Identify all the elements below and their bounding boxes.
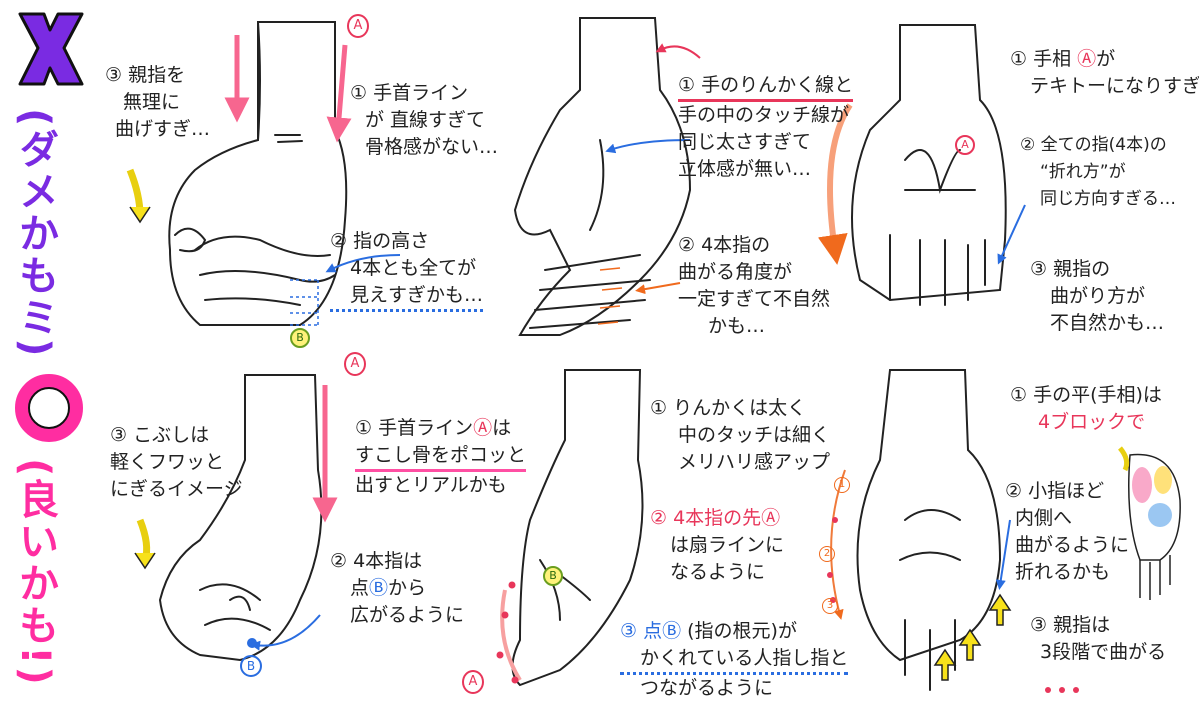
palm-good-drawing bbox=[856, 369, 1002, 691]
finger-height-guides bbox=[290, 279, 320, 326]
yellow-curl-arrows bbox=[933, 593, 1012, 681]
note-good-1-2: ② 4本指は 点Ⓑから 広がるように bbox=[330, 550, 465, 626]
note-bad-1-1: ① 手首ライン が 直線すぎて 骨格感がない… bbox=[350, 82, 499, 158]
marker-b: B bbox=[543, 566, 563, 586]
note-good-1-3: ③ こぶしは 軽くフワッと にぎるイメージ bbox=[110, 424, 243, 500]
side-label-good: (良いかも!) bbox=[12, 458, 58, 687]
note-bad-3-1: ① 手相 Ⓐが テキトーになりすぎ bbox=[1010, 48, 1199, 97]
note-bad-3-2: ② 全ての指(4本)の “折れ方”が 同じ方向すぎる… bbox=[1020, 135, 1176, 209]
side-label-bad: (ダメかもミ) bbox=[12, 108, 58, 359]
marker-a: A bbox=[462, 670, 484, 694]
marker-a: A bbox=[955, 135, 975, 155]
marker-a: A bbox=[347, 14, 369, 38]
note-bad-1-2: ② 指の高さ 4本とも全てが 見えすぎかも… bbox=[330, 228, 484, 312]
marker-a: A bbox=[344, 352, 366, 376]
note-good-2-2: ② 4本指の先Ⓐ は扇ラインに なるように bbox=[650, 507, 785, 583]
note-good-2-3: ③ 点Ⓑ (指の根元)が かくれている人指し指と つながるように bbox=[620, 620, 849, 699]
palm-bad-drawing bbox=[851, 24, 1007, 306]
note-bad-1-3: ③ 親指を 無理に 曲げすぎ… bbox=[105, 64, 211, 140]
cross-mark-icon bbox=[18, 12, 84, 86]
note-good-3-2: ② 小指ほど 内側へ 曲がるように 折れるかも bbox=[1005, 480, 1130, 583]
palm-orange-arrow bbox=[817, 103, 853, 265]
note-good-1-1: ① 手首ラインⒶは すこし骨をポコッと 出すとリアルかも bbox=[355, 417, 527, 496]
marker-b: B bbox=[240, 655, 262, 677]
wrist-arrow-right bbox=[326, 44, 352, 143]
note-good-3-3: ③ 親指は 3段階で曲がる bbox=[1030, 614, 1167, 663]
note-bad-2-1: ① 手のりんかく線と 手の中のタッチ線が 同じ太さすぎて 立体感が無い… bbox=[678, 74, 854, 180]
marker-1: 1 bbox=[834, 477, 850, 493]
note-bad-2-2: ② 4本指の 曲がる角度が 一定すぎて不自然 かも… bbox=[678, 234, 831, 337]
marker-3: 3 bbox=[822, 598, 838, 614]
palm-four-blocks-inset bbox=[1128, 453, 1181, 600]
marker-b: B bbox=[290, 328, 310, 348]
hand-palm-up-bad-drawing bbox=[513, 17, 692, 336]
fist-good-drawing bbox=[158, 374, 323, 662]
fist-bad-drawing bbox=[168, 21, 348, 326]
marker-2: 2 bbox=[819, 546, 835, 562]
note-good-2-1: ① りんかくは太く 中のタッチは細く メリハリ感アップ bbox=[650, 397, 831, 473]
note-good-3-1: ① 手の平(手相)は 4ブロックで bbox=[1010, 384, 1162, 433]
note-bad-3-3: ③ 親指の 曲がり方が 不自然かも… bbox=[1030, 258, 1165, 334]
circle-mark-icon bbox=[15, 374, 83, 442]
